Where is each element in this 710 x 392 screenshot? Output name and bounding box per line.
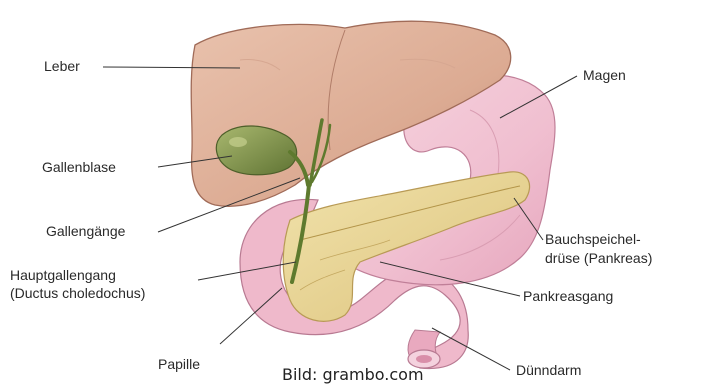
label-bauchspeicheldruese-2: drüse (Pankreas) (545, 250, 652, 267)
image-credit: Bild: grambo.com (282, 366, 424, 383)
label-papille: Papille (158, 356, 200, 373)
label-ductus-choledochus: (Ductus choledochus) (10, 285, 145, 302)
label-pankreasgang: Pankreasgang (523, 288, 613, 305)
label-hauptgallengang: Hauptgallengang (10, 267, 116, 284)
label-gallenblase: Gallenblase (42, 159, 116, 176)
label-bauchspeicheldruese-1: Bauchspeichel- (545, 231, 641, 248)
label-magen: Magen (583, 67, 626, 84)
label-gallengaenge: Gallengänge (46, 223, 125, 240)
label-leber: Leber (44, 58, 80, 75)
label-duenndarm: Dünndarm (516, 362, 581, 379)
